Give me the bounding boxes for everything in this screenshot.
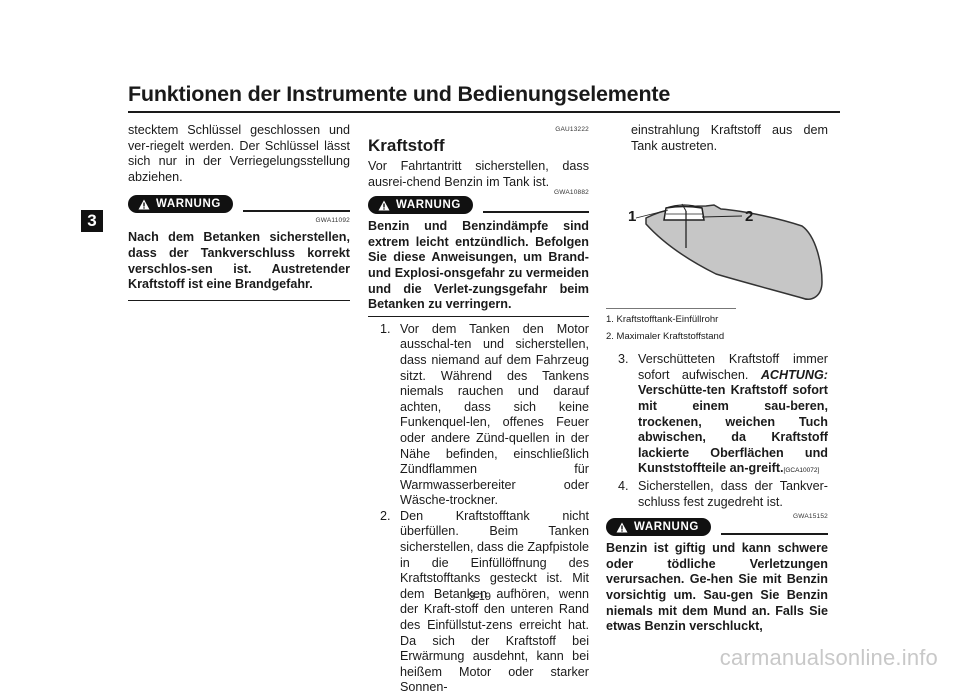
warning-rule (720, 533, 828, 536)
fuel-tank-figure: 1 2 (606, 164, 828, 304)
warning-triangle-icon (138, 199, 150, 210)
section-intro-text: Vor Fahrtantritt sicherstellen, dass aus… (368, 159, 589, 189)
list-number: 4. (618, 478, 629, 493)
list-number: 2. (380, 508, 391, 523)
warning-label: WARNUNG (396, 199, 461, 212)
list-text: Verschütteten Kraftstoff immer sofort au… (638, 352, 828, 479)
fuel-steps-list: 1. Vor dem Tanken den Motor ausschal-ten… (368, 322, 589, 696)
warning-badge: WARNUNG (368, 196, 473, 215)
warning-code: GWA10882 (554, 189, 589, 197)
warning-triangle-icon (378, 200, 390, 211)
list-item: 4. Sicherstellen, dass der Tankver-schlu… (618, 479, 828, 510)
header-rule (128, 111, 840, 113)
fuel-tank-illustration (635, 203, 823, 301)
warning-header: WARNUNG (368, 196, 589, 215)
warning-triangle-icon (616, 522, 628, 533)
list-text: Vor dem Tanken den Motor ausschal-ten un… (400, 321, 589, 508)
chapter-tab: 3 (81, 210, 103, 232)
list-item: 2. Den Kraftstofftank nicht überfüllen. … (380, 509, 589, 696)
figure-caption-1: 1. Kraftstofftank-Einfüllrohr (606, 314, 719, 326)
col1-intro-text: stecktem Schlüssel geschlossen und ver-r… (128, 123, 350, 184)
section-heading: Kraftstoff (368, 136, 445, 155)
warning-text: Nach dem Betanken sicherstellen, dass de… (128, 230, 350, 292)
caution-code: [GCA10072] (783, 467, 820, 475)
list-item: 1. Vor dem Tanken den Motor ausschal-ten… (380, 322, 589, 509)
list-number: 1. (380, 321, 391, 336)
list-number: 3. (618, 352, 629, 367)
column-1: stecktem Schlüssel geschlossen und ver-r… (128, 123, 350, 301)
continued-text: einstrahlung Kraftstoff aus dem Tank aus… (631, 123, 828, 153)
page-title: Funktionen der Instrumente und Bedienung… (128, 82, 671, 106)
list-item: 3. Verschütteten Kraftstoff immer sofort… (618, 352, 828, 479)
caption-rule (606, 308, 736, 310)
step3-text: Verschütteten Kraftstoff immer sofort au… (638, 352, 828, 382)
caution-text: Verschütte-ten Kraftstoff sofort mit ein… (638, 383, 828, 476)
warning-label: WARNUNG (156, 198, 221, 211)
warning-label: WARNUNG (634, 521, 699, 534)
list-text: Sicherstellen, dass der Tankver-schluss … (638, 478, 828, 509)
warning-code: GWA11092 (315, 217, 350, 225)
warning-text: Benzin ist giftig und kann schwere oder … (606, 541, 828, 634)
fuel-steps-list-continued: 3. Verschütteten Kraftstoff immer sofort… (606, 352, 828, 510)
watermark: carmanualsonline.info (719, 645, 938, 670)
warning-badge: WARNUNG (606, 518, 711, 537)
column-2: GAU13222 Kraftstoff Vor Fahrtantritt sic… (368, 126, 589, 696)
warning-rule (242, 210, 350, 213)
figure-label-1: 1 (628, 208, 637, 226)
warning-badge: WARNUNG (128, 195, 233, 214)
figure-caption-2: 2. Maximaler Kraftstoffstand (606, 331, 725, 343)
list-text: Den Kraftstofftank nicht überfüllen. Bei… (400, 508, 590, 695)
warning-header: WARNUNG (128, 195, 350, 214)
warning-header: WARNUNG (606, 518, 828, 537)
column-3: einstrahlung Kraftstoff aus dem Tank aus… (606, 123, 828, 635)
warning-code: GWA15152 (793, 513, 828, 521)
warning-end-rule (368, 315, 589, 317)
page-number: 3-19 (468, 591, 492, 603)
warning-rule (482, 211, 589, 214)
warning-text: Benzin und Benzindämpfe sind extrem leic… (368, 219, 589, 312)
section-code: GAU13222 (555, 126, 589, 133)
figure-label-2: 2 (745, 208, 754, 226)
caution-label: ACHTUNG: (760, 367, 828, 382)
warning-end-rule (128, 299, 350, 301)
